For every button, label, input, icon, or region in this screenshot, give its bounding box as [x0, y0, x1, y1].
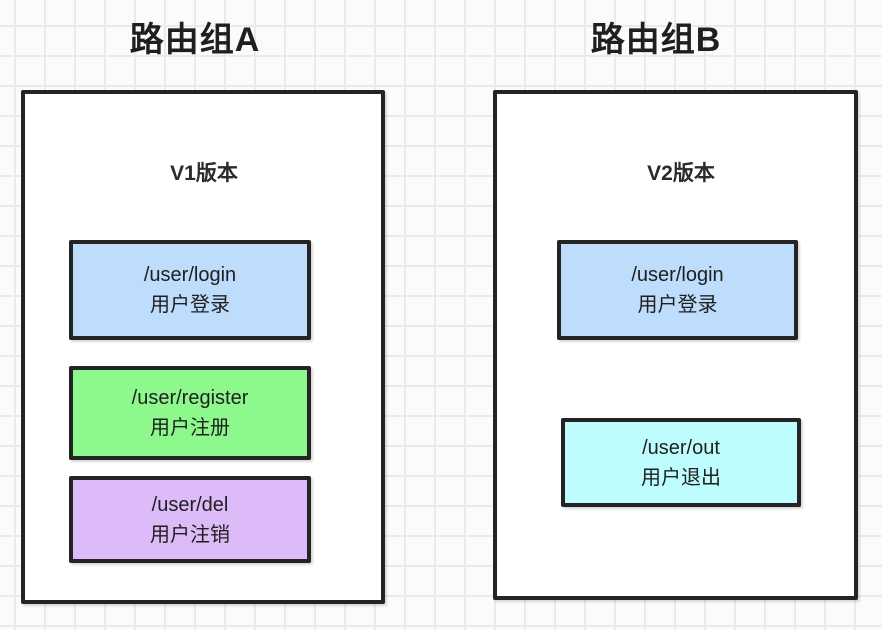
route-label: 用户注销: [150, 523, 230, 546]
route-box-a-login: /user/login 用户登录: [69, 240, 311, 340]
route-label: 用户登录: [637, 294, 718, 316]
route-path: /user/out: [642, 436, 720, 459]
group-a-version-label: V1版本: [170, 162, 238, 185]
route-box-a-del: /user/del 用户注销: [69, 476, 311, 563]
route-box-b-login: /user/login 用户登录: [557, 240, 798, 340]
group-b-container-box: [493, 90, 858, 600]
route-label: 用户退出: [641, 466, 721, 489]
group-a-title: 路由组A: [129, 21, 261, 59]
route-label: 用户注册: [150, 417, 230, 439]
route-path: /user/login: [143, 264, 237, 286]
route-box-a-register: /user/register 用户注册: [69, 366, 311, 460]
route-label: 用户登录: [150, 294, 230, 316]
route-path: /user/del: [151, 493, 229, 516]
route-box-b-out: /user/out 用户退出: [561, 418, 801, 507]
group-b-version-label: V2版本: [647, 162, 715, 185]
route-path: /user/register: [131, 387, 249, 409]
group-b-title: 路由组B: [590, 21, 722, 59]
route-path: /user/login: [631, 264, 724, 286]
